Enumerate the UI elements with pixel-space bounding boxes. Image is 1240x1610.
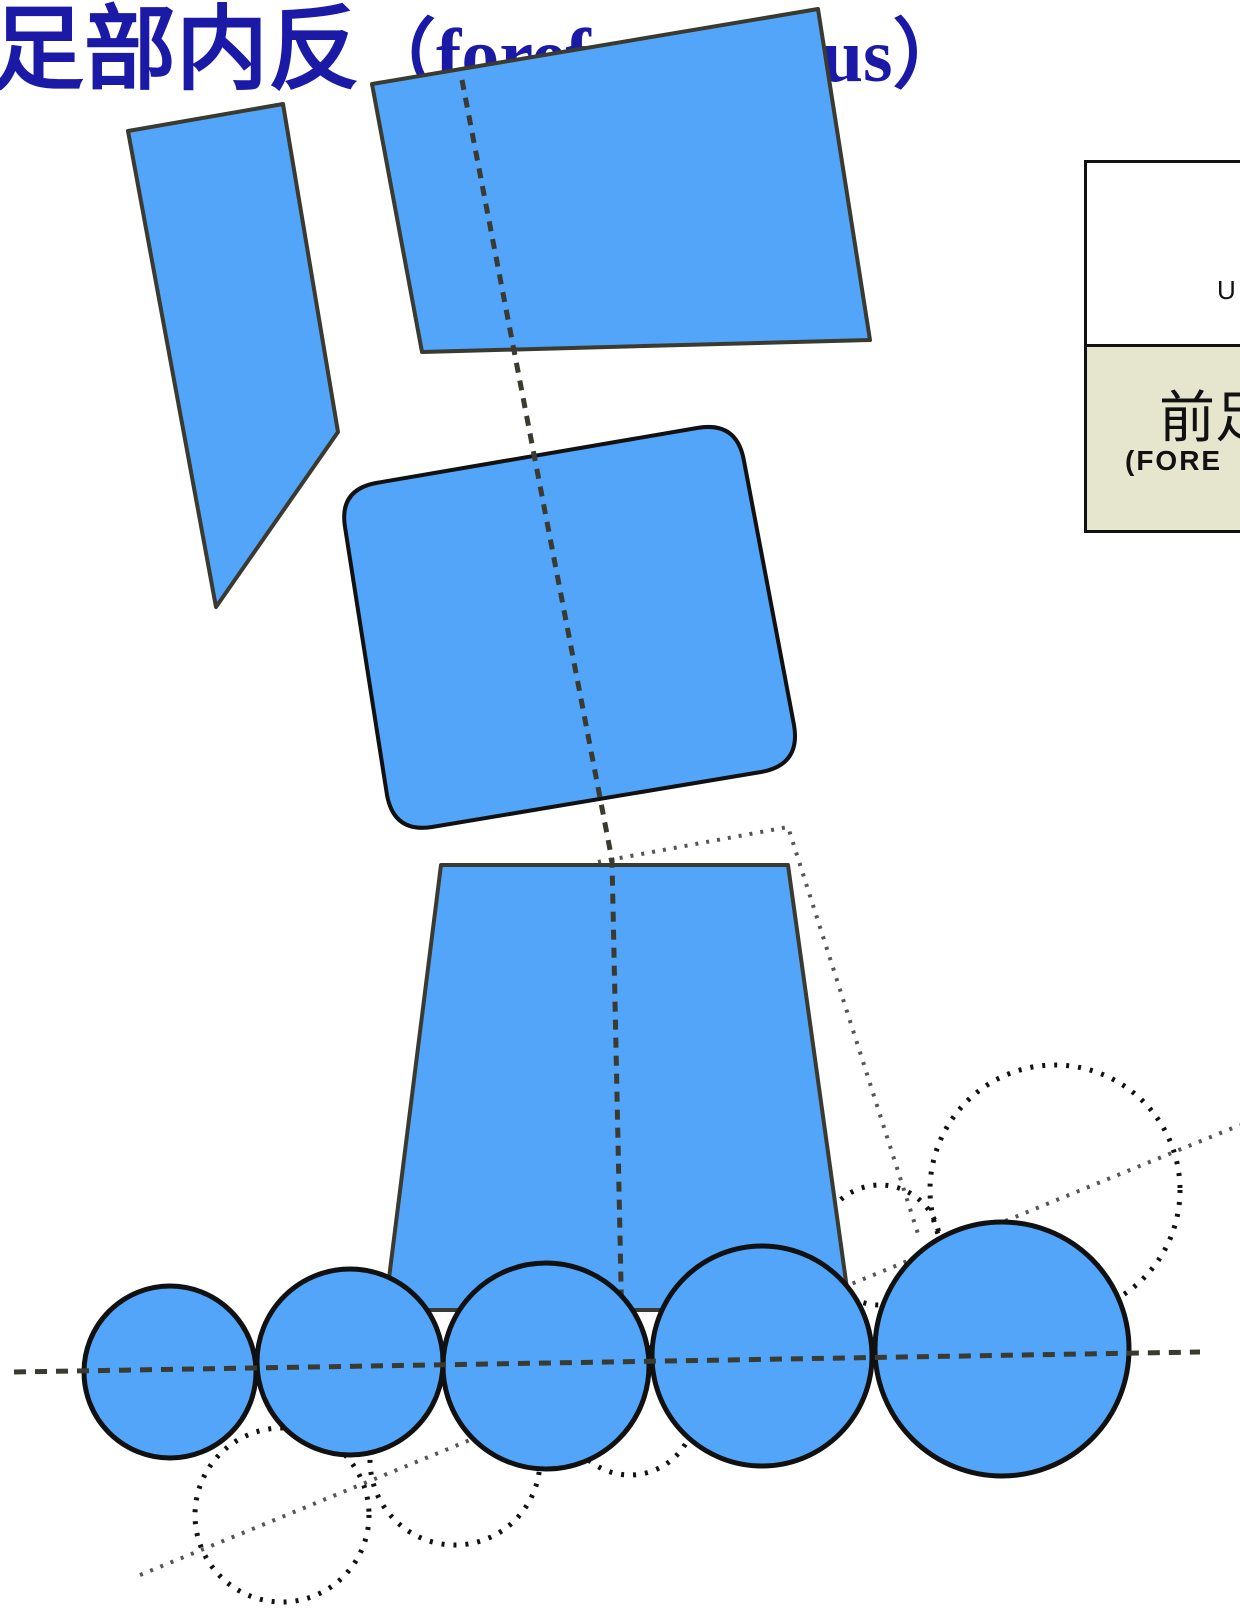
cuneiform-block [385, 865, 850, 1310]
legend-label-english: (FORE [1125, 445, 1222, 477]
legend-table-header-text: U [1217, 275, 1236, 306]
legend-table-header-row: U [1087, 163, 1240, 347]
navicular-bone [344, 427, 795, 828]
metatarsal-head-1 [875, 1222, 1129, 1476]
legend-label-chinese: 前足 [1159, 373, 1240, 454]
lateral-cuneiform-bone [128, 104, 338, 607]
legend-table-label-row: 前足 (FORE [1087, 347, 1240, 530]
talus-bone [372, 9, 870, 352]
metatarsal-head-4 [257, 1269, 443, 1455]
legend-table: U 前足 (FORE [1084, 160, 1240, 533]
bones [128, 9, 870, 1310]
metatarsal-head-3 [443, 1263, 649, 1469]
